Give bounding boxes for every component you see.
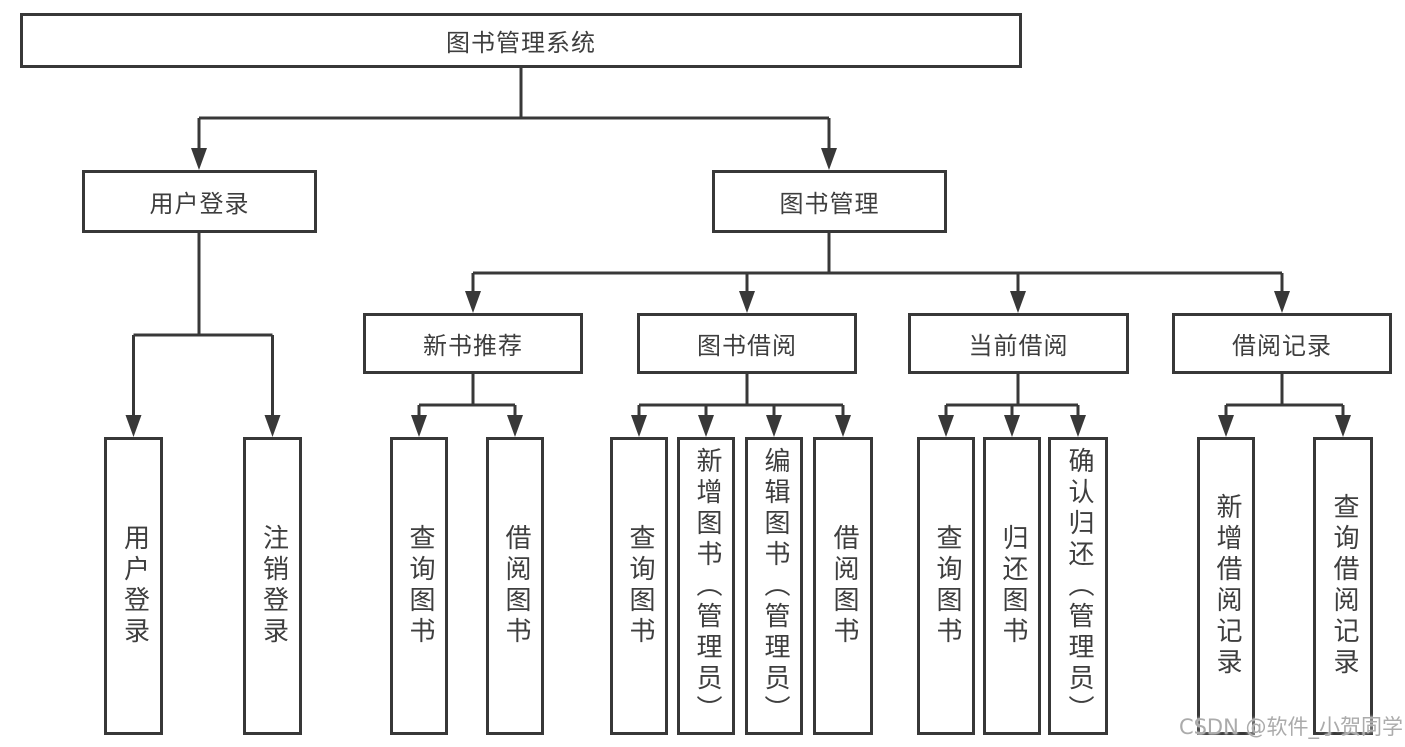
leaf-edit-book-admin-label: 编辑图书（管理员） bbox=[759, 446, 790, 726]
leaf-user-login-label: 用户登录 bbox=[119, 524, 150, 648]
leaf-return-book-label: 归还图书 bbox=[997, 524, 1028, 648]
leaf-confirm-return-admin: 确认归还（管理员） bbox=[1048, 437, 1108, 735]
node-user-login: 用户登录 bbox=[82, 170, 317, 233]
node-book-management-label: 图书管理 bbox=[779, 190, 880, 218]
node-borrow-records-label: 借阅记录 bbox=[1232, 332, 1332, 360]
node-book-borrow: 图书借阅 bbox=[637, 313, 857, 374]
leaf-query-books-3-label: 查询图书 bbox=[931, 524, 962, 648]
node-current-borrow-label: 当前借阅 bbox=[968, 332, 1069, 360]
leaf-user-login: 用户登录 bbox=[104, 437, 163, 735]
leaf-query-books-1: 查询图书 bbox=[390, 437, 448, 735]
node-new-book-recommend: 新书推荐 bbox=[363, 313, 583, 374]
leaf-return-book: 归还图书 bbox=[983, 437, 1041, 735]
node-book-borrow-label: 图书借阅 bbox=[697, 332, 797, 360]
node-current-borrow: 当前借阅 bbox=[908, 313, 1129, 374]
csdn-watermark: CSDN @软件_小贺同学 bbox=[1178, 715, 1403, 739]
leaf-borrow-books-2: 借阅图书 bbox=[813, 437, 873, 735]
leaf-borrow-books-1-label: 借阅图书 bbox=[500, 524, 531, 648]
leaf-add-book-admin: 新增图书（管理员） bbox=[677, 437, 735, 735]
node-user-login-label: 用户登录 bbox=[149, 190, 250, 218]
leaf-add-book-admin-label: 新增图书（管理员） bbox=[691, 446, 722, 726]
node-root-label: 图书管理系统 bbox=[446, 29, 596, 57]
leaf-logout-label: 注销登录 bbox=[258, 524, 289, 648]
leaf-logout: 注销登录 bbox=[243, 437, 302, 735]
leaf-query-borrow-record-label: 查询借阅记录 bbox=[1328, 493, 1359, 679]
leaf-confirm-return-admin-label: 确认归还（管理员） bbox=[1063, 446, 1094, 726]
node-root: 图书管理系统 bbox=[20, 13, 1022, 68]
leaf-query-books-1-label: 查询图书 bbox=[404, 524, 435, 648]
node-borrow-records: 借阅记录 bbox=[1172, 313, 1392, 374]
leaf-query-borrow-record: 查询借阅记录 bbox=[1313, 437, 1373, 735]
leaf-add-borrow-record-label: 新增借阅记录 bbox=[1211, 493, 1242, 679]
leaf-edit-book-admin: 编辑图书（管理员） bbox=[745, 437, 803, 735]
node-new-book-recommend-label: 新书推荐 bbox=[423, 332, 523, 360]
node-book-management: 图书管理 bbox=[712, 170, 947, 233]
leaf-query-books-2: 查询图书 bbox=[610, 437, 668, 735]
leaf-query-books-2-label: 查询图书 bbox=[624, 524, 655, 648]
leaf-borrow-books-2-label: 借阅图书 bbox=[828, 524, 859, 648]
leaf-query-books-3: 查询图书 bbox=[917, 437, 975, 735]
leaf-add-borrow-record: 新增借阅记录 bbox=[1197, 437, 1255, 735]
leaf-borrow-books-1: 借阅图书 bbox=[486, 437, 544, 735]
